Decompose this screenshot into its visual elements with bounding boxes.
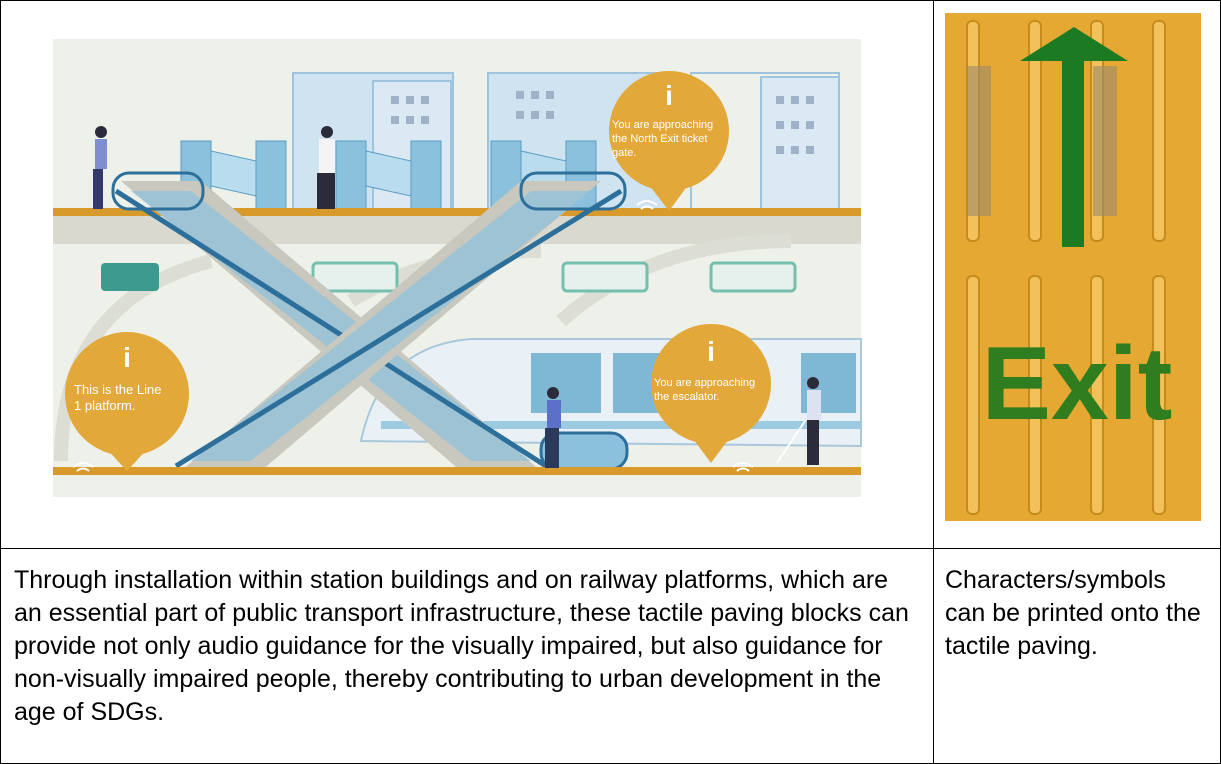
svg-text:You are approaching th: You are approaching the escalator. bbox=[654, 377, 758, 403]
info-icon: i bbox=[707, 336, 715, 367]
left-caption-cell: Through installation within station buil… bbox=[0, 548, 934, 764]
up-arrow-icon bbox=[1020, 27, 1128, 247]
escalators bbox=[111, 171, 629, 471]
exit-tile-cell: Exit bbox=[933, 0, 1221, 549]
right-caption-cell: Characters/symbols can be printed onto t… bbox=[933, 548, 1221, 764]
exit-tactile-tile: Exit bbox=[945, 13, 1201, 521]
info-bubble-escalator: i You are approaching the escalator. bbox=[651, 324, 771, 463]
svg-text:You are approaching th: You are approaching the North Exit ticke… bbox=[612, 119, 716, 159]
people bbox=[93, 126, 821, 468]
wifi-icon bbox=[72, 200, 754, 472]
signboards bbox=[101, 261, 797, 293]
info-icon: i bbox=[123, 342, 131, 373]
info-bubble-line-1-platform: i This is the Line 1 platform. bbox=[65, 332, 189, 471]
station-illustration-cell: i You are approaching the North Exit tic… bbox=[0, 0, 934, 549]
svg-text:This is the Line 1 pla: This is the Line 1 platform. bbox=[74, 382, 165, 413]
caption-left: Through installation within station buil… bbox=[14, 566, 909, 726]
info-icon: i bbox=[665, 80, 673, 111]
info-bubble-north-exit: i You are approaching the North Exit tic… bbox=[609, 71, 729, 211]
exit-label: Exit bbox=[982, 326, 1173, 442]
caption-right: Characters/symbols can be printed onto t… bbox=[945, 566, 1201, 660]
station-illustration: i You are approaching the North Exit tic… bbox=[53, 39, 862, 497]
